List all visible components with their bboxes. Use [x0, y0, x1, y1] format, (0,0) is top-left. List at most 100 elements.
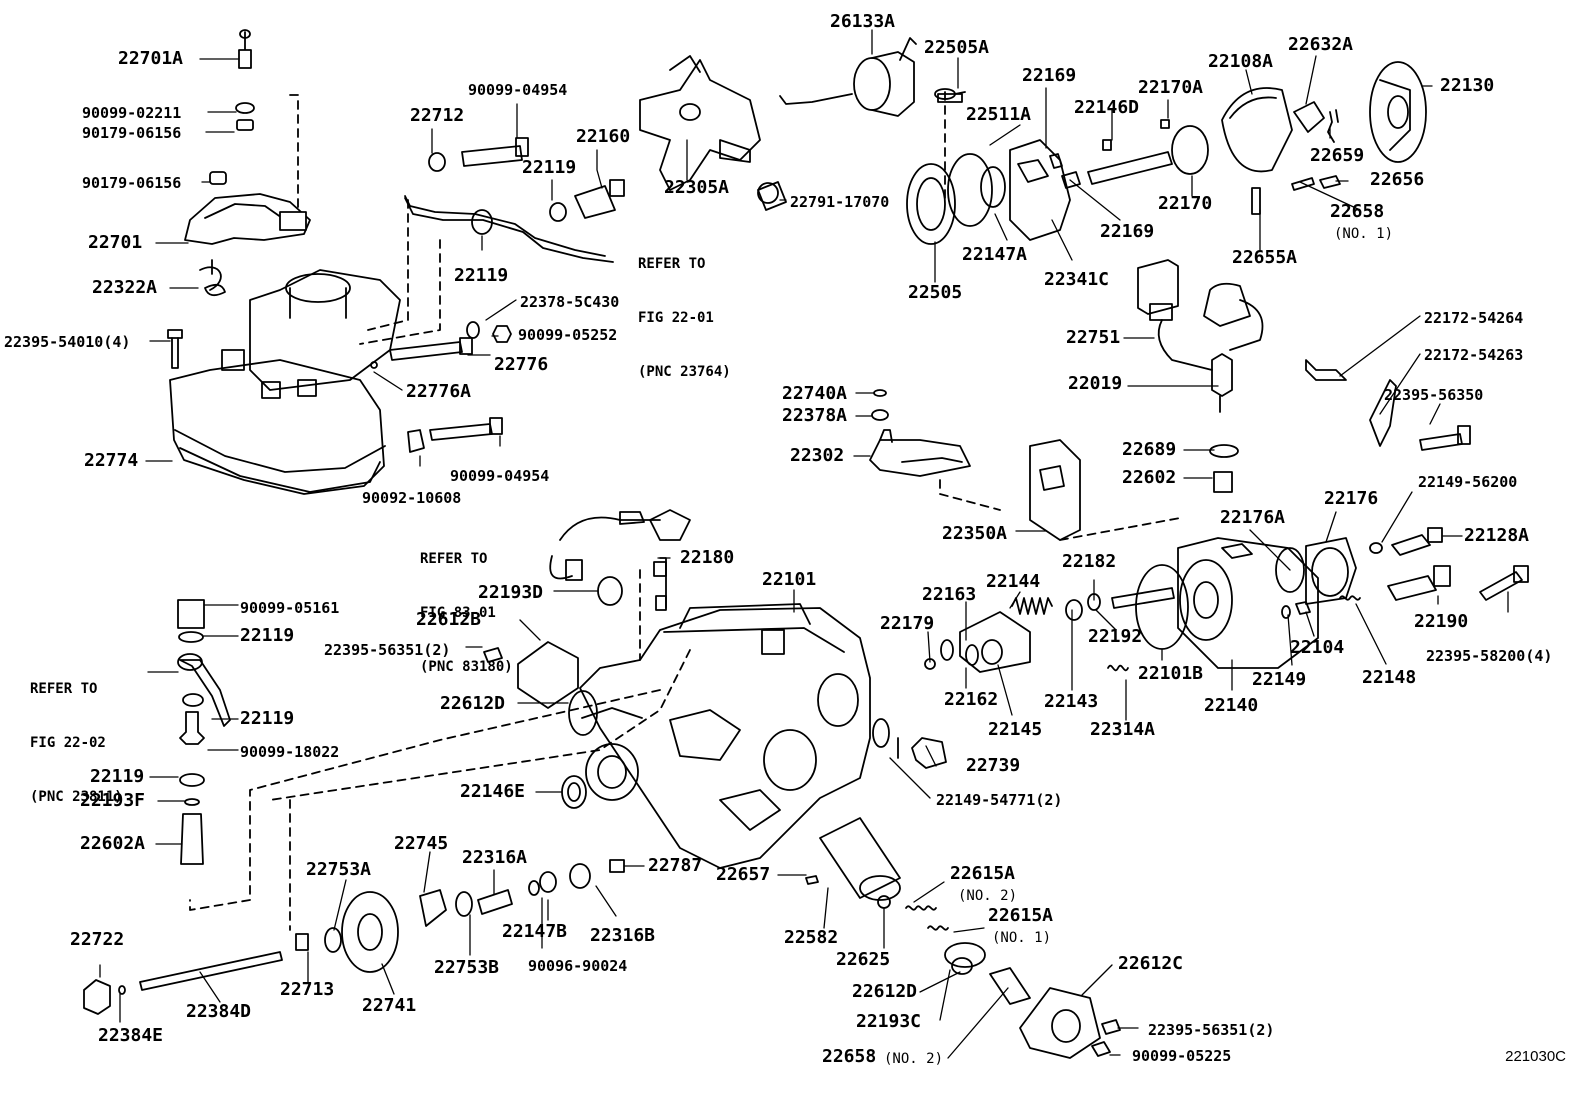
sensor-connector-22751 [1137, 259, 1264, 413]
part-label: 22130 [1440, 75, 1495, 96]
pump-housing-22101 [189, 603, 871, 931]
part-label: 22753A [306, 859, 372, 880]
part-label: 22322A [92, 277, 158, 298]
part-label: 22350A [942, 523, 1008, 544]
figure-id: 221030C [1505, 1048, 1566, 1065]
part-label: 26133A [830, 11, 896, 32]
reference-line: (PNC 23811) [30, 789, 123, 805]
part-label: 22658 [1330, 201, 1385, 222]
part-label: 22193F [80, 790, 146, 811]
part-label: 22384E [98, 1025, 164, 1046]
part-label: 22119 [240, 625, 295, 646]
part-label: 22172-54263 [1424, 346, 1524, 364]
piston-22176 [1275, 527, 1529, 619]
reference-note: REFER TO FIG 83-01 (PNC 83180) [420, 514, 513, 694]
part-label: 22741 [362, 995, 417, 1016]
part-label: 22190 [1414, 611, 1469, 632]
part-label: 22395-56350 [1384, 386, 1484, 404]
part-label: 22341C [1044, 269, 1110, 290]
part-label: 22776A [406, 381, 472, 402]
part-label: 22019 [1068, 373, 1123, 394]
part-label: 22163 [922, 584, 977, 605]
part-label: 22144 [986, 571, 1041, 592]
reference-line: (PNC 23764) [638, 364, 731, 380]
part-label: 22745 [394, 833, 449, 854]
part-label: 22739 [966, 755, 1021, 776]
cover-22774 [169, 269, 401, 495]
part-label: 22147A [962, 244, 1028, 265]
part-label: 22740A [782, 383, 848, 404]
part-label: 22119 [522, 157, 577, 178]
part-label: 22505 [908, 282, 963, 303]
part-label: 22701 [88, 232, 143, 253]
adjust-screw-22776 [370, 321, 512, 453]
part-label: 22314A [1090, 719, 1156, 740]
solenoid-26133A [779, 37, 966, 117]
part-note: (NO. 2) [958, 888, 1018, 904]
part-label: 22172-54264 [1424, 309, 1524, 327]
part-label: 22658 [822, 1046, 877, 1067]
part-label: 22395-54010(4) [4, 333, 131, 351]
part-label: 22149-54771(2) [936, 791, 1063, 809]
leader-lines [99, 29, 1509, 1059]
reference-note: REFER TO FIG 22-01 (PNC 23764) [638, 219, 731, 399]
part-label: 22701A [118, 48, 184, 69]
part-label: 22384D [186, 1001, 252, 1022]
part-label: 22689 [1122, 439, 1177, 460]
part-label: 22193D [478, 582, 544, 603]
plug-22739 [872, 718, 947, 769]
part-label: 22612D [440, 693, 506, 714]
part-label: 22787 [648, 855, 703, 876]
part-label: 22179 [880, 613, 935, 634]
part-label: 22147B [502, 921, 568, 942]
part-label: 22659 [1310, 145, 1365, 166]
valve-22302 [869, 389, 971, 477]
part-label: 90099-05161 [240, 599, 340, 617]
part-label: 22146E [460, 781, 526, 802]
part-label: 22612B [416, 609, 482, 630]
part-label: 90099-18022 [240, 743, 340, 761]
sensor-22701-group [184, 29, 311, 297]
part-label: 90096-90024 [528, 957, 628, 975]
pump-gear-assembly [906, 91, 1071, 245]
brackets-22172 [1305, 359, 1471, 451]
part-label: 22615A [950, 863, 1016, 884]
part-label: 90099-05225 [1132, 1047, 1232, 1065]
part-label: 22119 [454, 265, 509, 286]
part-label: 90099-04954 [468, 81, 568, 99]
part-label: 22128A [1464, 525, 1530, 546]
part-label: 22108A [1208, 51, 1274, 72]
part-label: 22170A [1138, 77, 1204, 98]
reference-line: REFER TO [638, 256, 706, 272]
disk-22130 [1369, 61, 1427, 163]
part-note: (NO. 1) [1334, 226, 1394, 242]
part-label: 22104 [1290, 637, 1345, 658]
plug-22791 [757, 181, 787, 211]
pump-body-22140 [1065, 537, 1319, 669]
part-label: 22776 [494, 354, 549, 375]
part-label: 22169 [1022, 65, 1077, 86]
part-label: 22722 [70, 929, 125, 950]
part-label: 22625 [836, 949, 891, 970]
part-label: 22182 [1062, 551, 1117, 572]
part-label: 22395-56351(2) [1148, 1021, 1275, 1039]
part-label: 22162 [944, 689, 999, 710]
part-label: 22149-56200 [1418, 473, 1518, 491]
reference-note: REFER TO FIG 22-02 (PNC 23811) [30, 644, 123, 824]
part-label: 22143 [1044, 691, 1099, 712]
part-label: 90099-05252 [518, 326, 618, 344]
part-note: (NO. 1) [992, 930, 1052, 946]
lever-22305A [639, 55, 761, 191]
bolt-22395-54010 [167, 329, 183, 369]
part-label: 22378A [782, 405, 848, 426]
part-label: 22602 [1122, 467, 1177, 488]
shaft-22170-group [1049, 119, 1209, 189]
part-label: 22145 [988, 719, 1043, 740]
cover-22108A [1221, 87, 1339, 173]
part-label: 90179-06156 [82, 174, 182, 192]
part-label: 22176 [1324, 488, 1379, 509]
part-label: 22119 [90, 766, 145, 787]
part-note: (NO. 2) [884, 1051, 944, 1067]
